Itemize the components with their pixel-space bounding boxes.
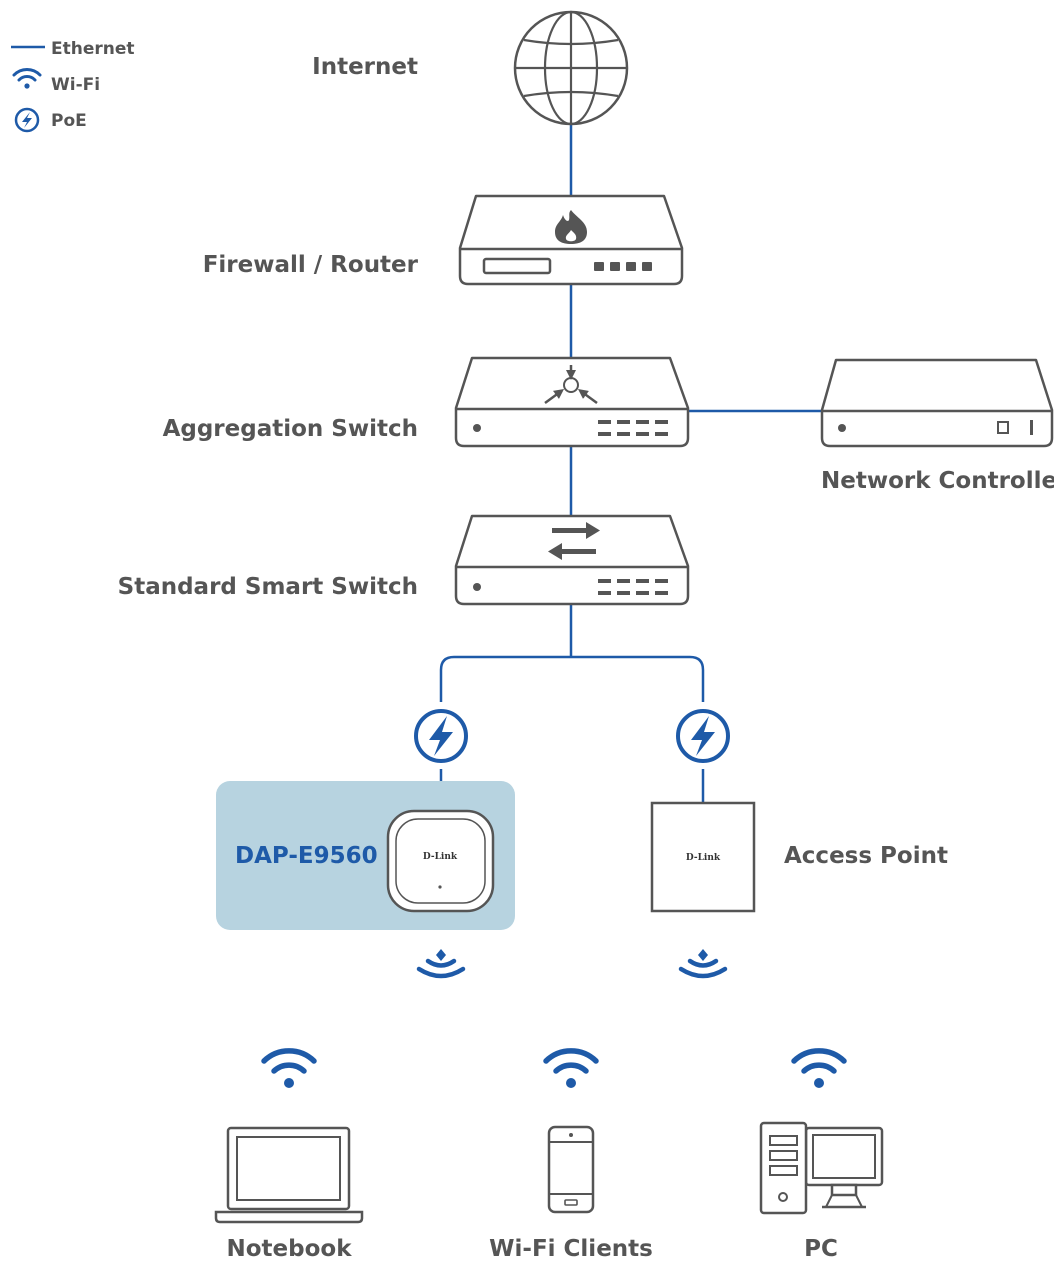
- dap-e9560-brand: D-Link: [423, 852, 458, 862]
- internet-label: Internet: [312, 54, 418, 80]
- smart-switch-device: [454, 514, 690, 606]
- firewall-router-label: Firewall / Router: [203, 252, 419, 278]
- smart-switch-label: Standard Smart Switch: [118, 574, 418, 600]
- network-controller-label: Network Controller: [821, 468, 1054, 494]
- aggregation-switch-device: [454, 356, 690, 448]
- link-smartswitch-access-points: [439, 604, 705, 702]
- dap-e9560-label: DAP-E9560: [235, 843, 378, 869]
- wireless-broadcast-icon-left: [416, 949, 466, 979]
- pc-device: [759, 1121, 884, 1215]
- wifi-legend-icon: [12, 68, 42, 89]
- pc-label: PC: [804, 1236, 838, 1261]
- flame-icon: [555, 210, 587, 244]
- wireless-broadcast-icon-right: [678, 949, 728, 979]
- dap-e9560-device: D-Link: [386, 809, 495, 913]
- network-controller-device: [820, 358, 1054, 448]
- legend: Ethernet Wi-Fi PoE: [11, 39, 135, 133]
- wifi-icon-pc: [791, 1048, 847, 1088]
- converging-arrows-icon: [544, 365, 598, 405]
- access-point-device: D-Link: [650, 801, 756, 913]
- wifi-icon-notebook: [261, 1048, 317, 1088]
- access-point-brand: D-Link: [686, 853, 721, 863]
- ethernet-connections: [439, 125, 822, 811]
- notebook-label: Notebook: [226, 1236, 352, 1261]
- poe-legend-icon: [14, 107, 40, 133]
- access-point-label: Access Point: [784, 843, 948, 869]
- notebook-device: [214, 1126, 364, 1224]
- smartphone-device: [547, 1125, 595, 1214]
- dap-e9560-panel: DAP-E9560 D-Link: [216, 781, 515, 930]
- poe-icon-left: [414, 709, 468, 763]
- aggregation-switch-label: Aggregation Switch: [163, 416, 418, 442]
- wifi-clients-label: Wi-Fi Clients: [489, 1236, 653, 1261]
- wifi-icon-clients: [543, 1048, 599, 1088]
- legend-ethernet-label: Ethernet: [51, 39, 135, 59]
- globe-icon: [513, 10, 629, 126]
- legend-poe-label: PoE: [51, 111, 87, 131]
- poe-icon-right: [676, 709, 730, 763]
- legend-wifi-label: Wi-Fi: [51, 75, 100, 95]
- exchange-arrows-icon: [548, 522, 600, 560]
